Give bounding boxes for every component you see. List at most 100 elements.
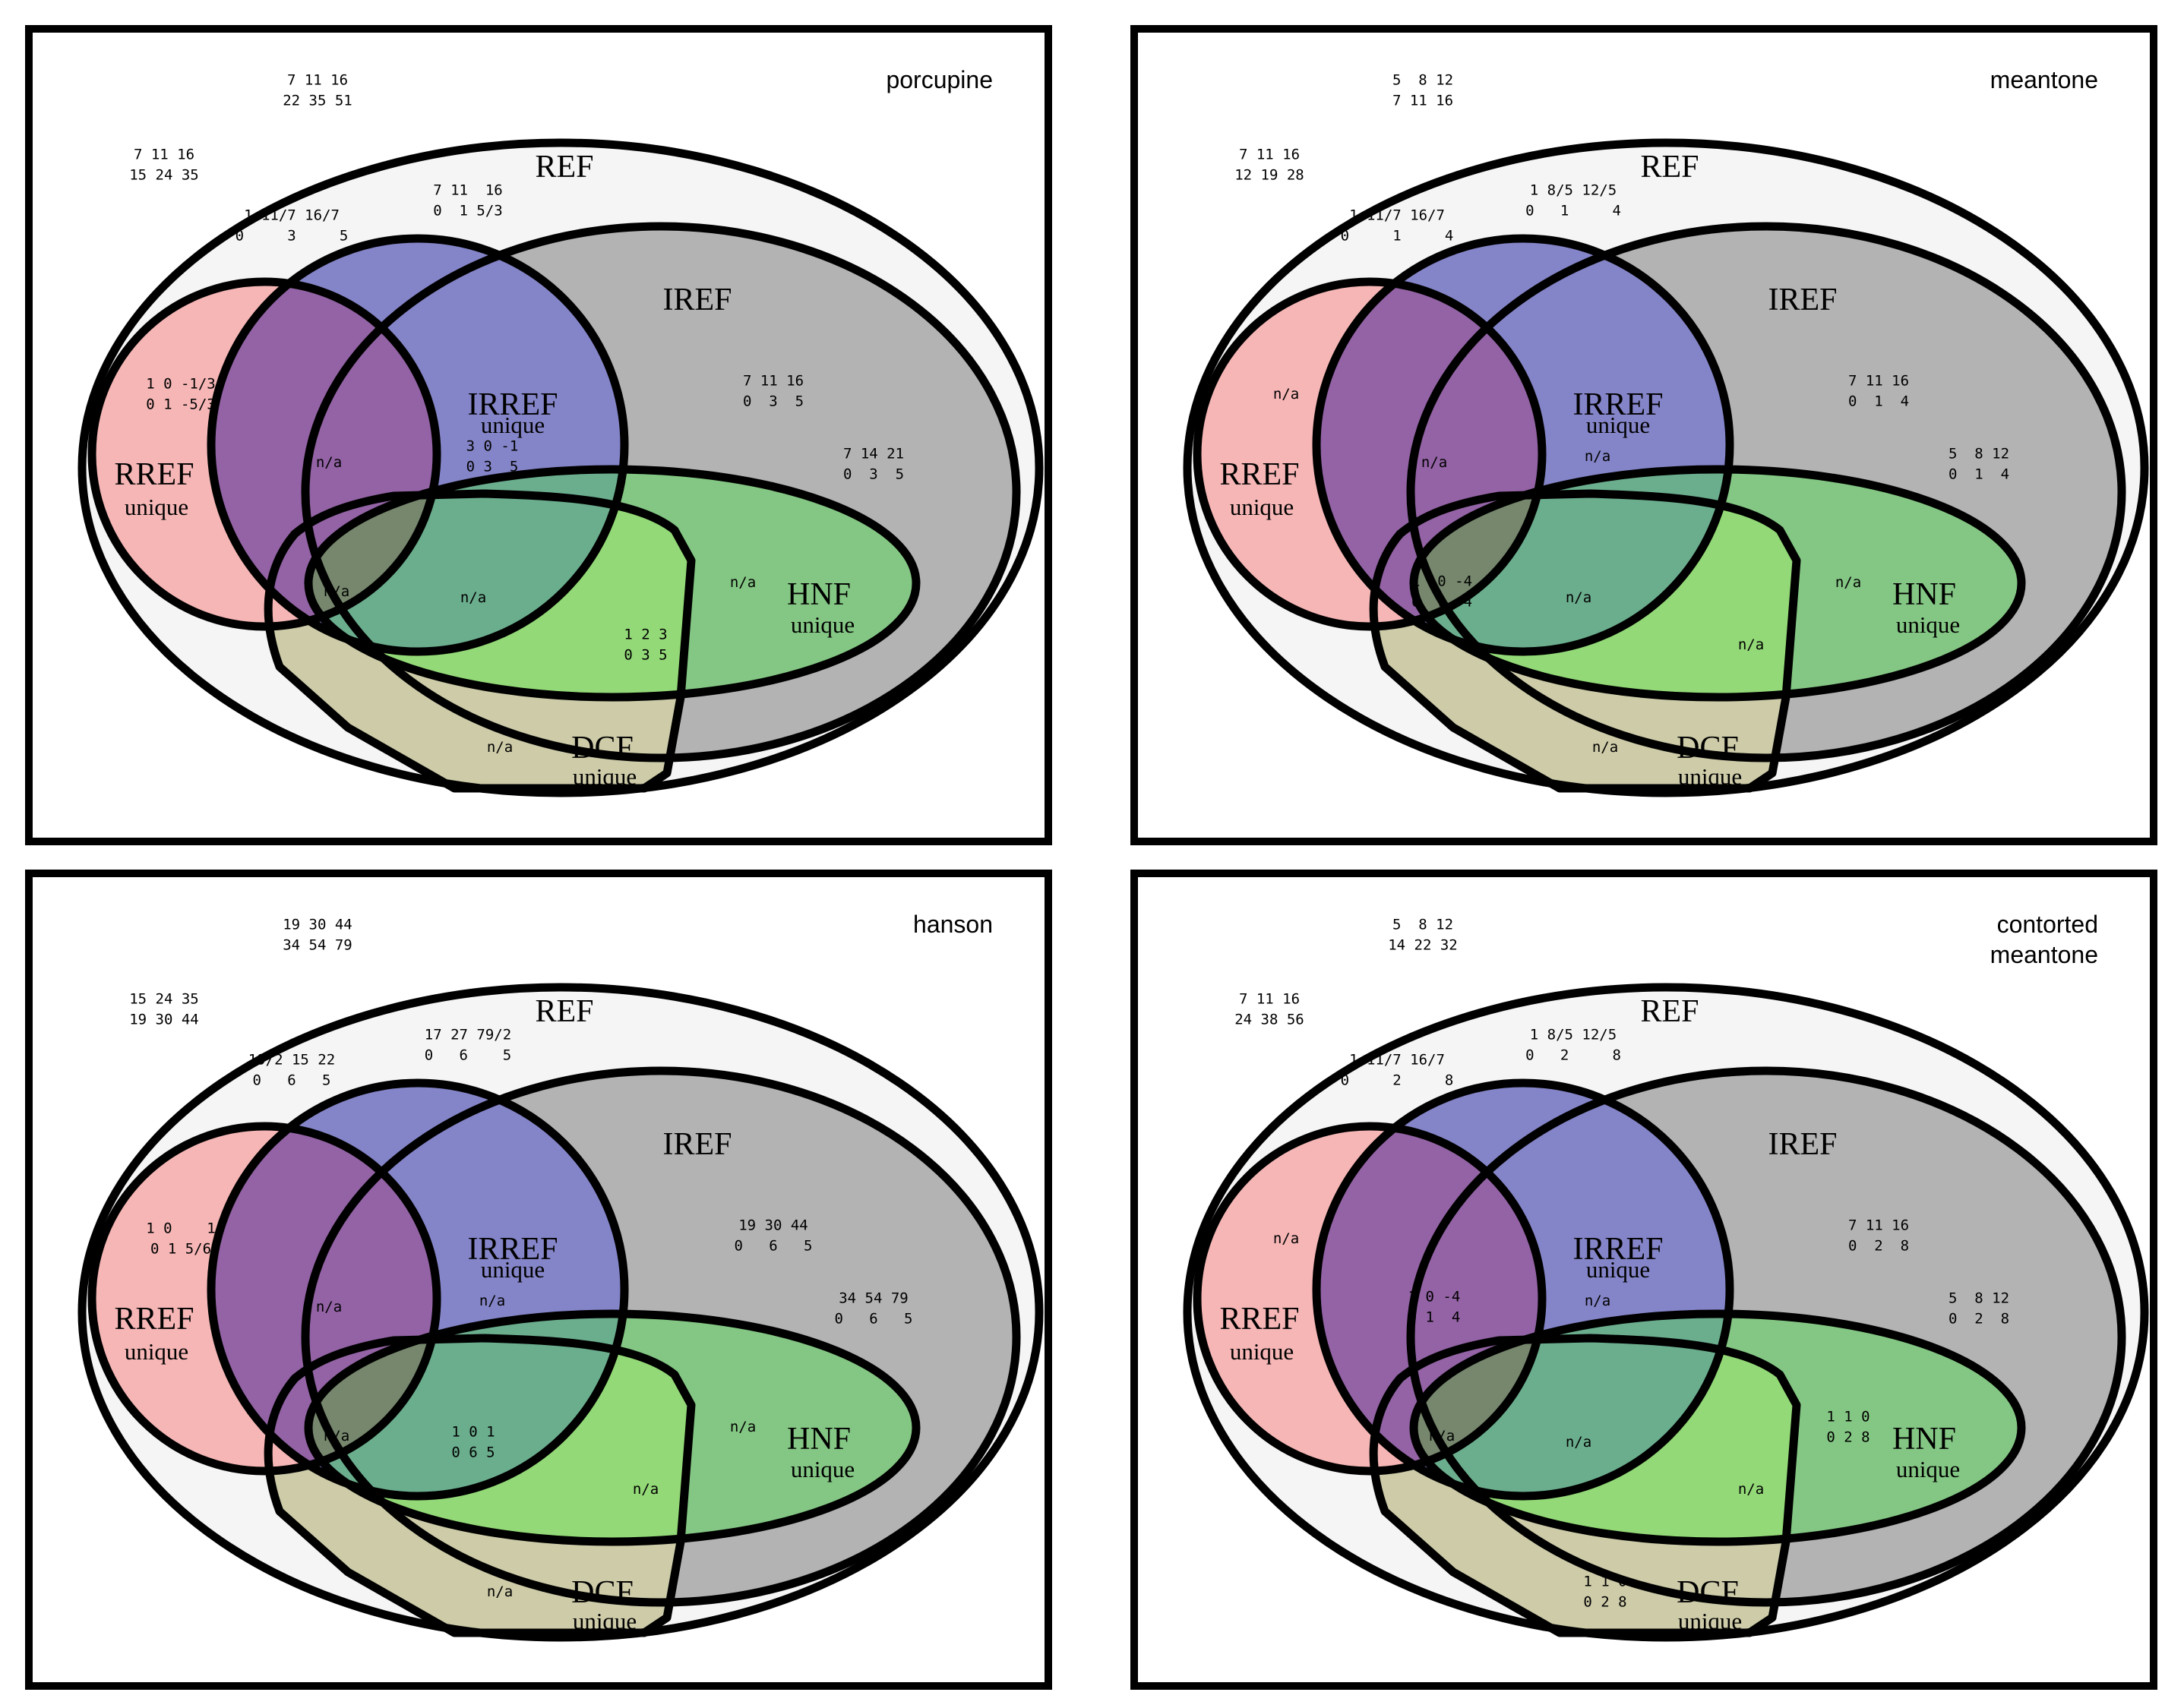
matrix-rref-irref-hnf: 1 0 -4	[1411, 573, 1472, 590]
rref-unique-label: unique	[1230, 1338, 1294, 1365]
matrix-rref-irref: n/a	[316, 454, 342, 471]
irref-label: IRREF	[1572, 387, 1663, 422]
panel-title: meantone	[1990, 941, 2098, 968]
iref-outline	[1406, 222, 2126, 762]
matrix-outside-b: 15 24 35	[129, 167, 199, 184]
matrix-iref-b: 5 8 12	[1949, 446, 2009, 463]
matrix-iref-b: 0 3 5	[843, 466, 904, 483]
matrix-outside-a: 5 8 12	[1392, 72, 1453, 89]
matrix-hnf-only: n/a	[1835, 574, 1861, 591]
panel-title: porcupine	[886, 66, 993, 93]
matrix-irref-only: n/a	[479, 1293, 505, 1309]
rref-outline	[1193, 277, 1547, 631]
matrix-rref-only: 0 1 -5/3	[146, 396, 216, 413]
irref-unique-label: unique	[481, 412, 545, 438]
dcf-unique-label: unique	[573, 763, 637, 790]
matrix-hnf-dcf: n/a	[1738, 1481, 1764, 1498]
ref-outline	[77, 983, 1044, 1642]
ref-label: REF	[1640, 994, 1699, 1029]
irref-unique-label: unique	[1586, 1256, 1650, 1283]
rref-unique-label: unique	[125, 494, 188, 520]
matrix-irref-hnf: n/a	[1566, 589, 1591, 606]
panel-title: meantone	[1990, 66, 2098, 93]
matrix-hnf-only: n/a	[730, 574, 756, 591]
matrix-irref-only: n/a	[1585, 1293, 1610, 1309]
dcf-label: DCF	[1677, 731, 1739, 766]
irref-outline	[207, 234, 629, 656]
matrix-iref-a: 7 11 16	[1848, 373, 1909, 390]
panel-4: REFIREFRREFuniqueIRREFuniqueHNFuniqueDCF…	[1130, 870, 2157, 1690]
irref-label: IRREF	[467, 1232, 558, 1267]
matrix-iref-a: 0 1 4	[1848, 393, 1909, 410]
matrix-dcf-only: 1 1 0	[1583, 1574, 1626, 1590]
dcf-label: DCF	[1677, 1575, 1739, 1610]
hnf-label: HNF	[787, 577, 851, 612]
irref-label: IRREF	[1572, 1232, 1663, 1267]
iref-label: IREF	[1768, 1127, 1837, 1162]
matrix-rref-irref-hnf: n/a	[324, 583, 349, 600]
matrix-irref-hnf: 0 6 5	[451, 1444, 495, 1461]
matrix-hnf-dcf: 1 2 3	[624, 627, 667, 643]
matrix-outside-b: 7 11 16	[1239, 991, 1300, 1008]
matrix-irref-hnf: n/a	[460, 589, 486, 606]
rref-outline	[1193, 1122, 1547, 1476]
rref-unique-label: unique	[1230, 494, 1294, 520]
matrix-iref-b: 7 14 21	[843, 446, 904, 463]
matrix-outside-b: 15 24 35	[129, 991, 199, 1008]
matrix-rref-irref: 1 0 -4	[1408, 1289, 1461, 1305]
matrix-outside-a: 7 11 16	[1392, 93, 1453, 109]
irref-unique-label: unique	[1586, 412, 1650, 438]
matrix-iref-a: 0 2 8	[1848, 1238, 1909, 1255]
dcf-outline	[264, 1334, 696, 1637]
panel-title: contorted	[1997, 911, 2098, 938]
matrix-hnf-dcf: 0 3 5	[624, 647, 667, 664]
matrix-rref-irref: 0 1 4	[1408, 1309, 1461, 1326]
matrix-outside-a: 14 22 32	[1388, 937, 1458, 954]
matrix-ref-a: 7 11 16	[433, 182, 503, 199]
ref-outline	[77, 138, 1044, 797]
matrix-dcf-only: n/a	[487, 1583, 513, 1600]
matrix-rref-irref: n/a	[1421, 454, 1447, 471]
irref-unique-label: unique	[481, 1256, 545, 1283]
matrix-outside-b: 19 30 44	[129, 1012, 199, 1028]
matrix-dcf-only: 0 2 8	[1583, 1594, 1626, 1611]
panel-title: hanson	[913, 911, 993, 938]
matrix-outside-b: 12 19 28	[1234, 167, 1304, 184]
matrix-hnf-only: n/a	[730, 1419, 756, 1435]
irref-outline	[207, 1078, 629, 1501]
matrix-dcf-only: n/a	[487, 739, 513, 756]
ref-label: REF	[535, 150, 593, 185]
ref-label: REF	[535, 994, 593, 1029]
hnf-label: HNF	[1892, 577, 1956, 612]
matrix-irref-hnf: n/a	[1566, 1434, 1591, 1451]
matrix-iref-b: 0 2 8	[1949, 1311, 2009, 1328]
dcf-outline	[1369, 1334, 1801, 1637]
matrix-ref-a: 1 8/5 12/5	[1530, 1027, 1617, 1043]
iref-label: IREF	[1768, 283, 1837, 317]
matrix-ref-a: 0 1 5/3	[433, 203, 503, 219]
rref-unique-label: unique	[125, 1338, 188, 1365]
matrix-irref-only: 0 3 5	[466, 459, 519, 475]
ref-outline	[1183, 138, 2149, 797]
matrix-rref-only: 1 0 1	[146, 1220, 216, 1237]
matrix-ref-b: 1 11/7 16/7	[1349, 1052, 1445, 1069]
matrix-iref-a: 0 6 5	[735, 1238, 813, 1255]
irref-outline	[1312, 234, 1734, 656]
hnf-outline	[1409, 465, 2026, 702]
matrix-rref-irref: n/a	[316, 1299, 342, 1315]
matrix-ref-a: 0 2 8	[1525, 1047, 1621, 1064]
matrix-dcf-only: n/a	[1592, 739, 1618, 756]
matrix-ref-b: 0 6 5	[253, 1072, 331, 1089]
matrix-ref-a: 1 8/5 12/5	[1530, 182, 1617, 199]
matrix-ref-a: 0 6 5	[425, 1047, 511, 1064]
matrix-iref-b: 34 54 79	[839, 1290, 909, 1307]
hnf-outline	[1409, 1309, 2026, 1546]
matrix-outside-a: 7 11 16	[287, 72, 348, 89]
dcf-outline	[264, 489, 696, 793]
matrix-hnf-only: 0 2 8	[1826, 1429, 1870, 1446]
matrix-rref-irref-hnf: 0 1 4	[1411, 594, 1472, 611]
matrix-outside-b: 24 38 56	[1234, 1012, 1304, 1028]
ref-outline	[1183, 983, 2149, 1642]
matrix-ref-b: 1 11/7 16/7	[1349, 207, 1445, 224]
